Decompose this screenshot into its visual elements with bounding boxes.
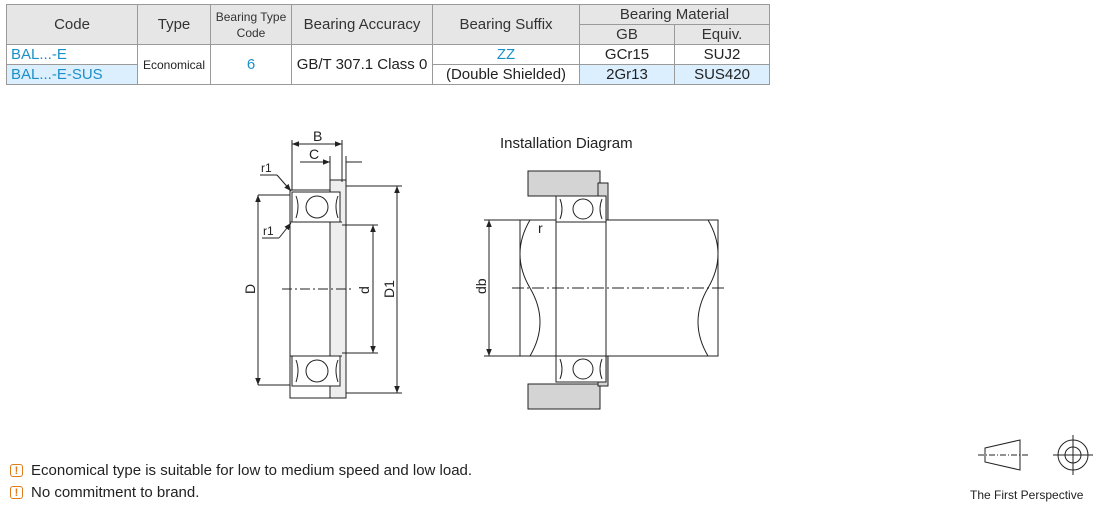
label-C: C [309, 146, 319, 162]
row-code-2: BAL...-E-SUS [6, 64, 138, 85]
label-r1-top: r1 [261, 161, 272, 175]
bottom-ball [305, 359, 329, 383]
frustum-icon [984, 439, 1021, 471]
label-B: B [313, 128, 322, 144]
top-ball [305, 195, 329, 219]
bearing-type-code-value: 6 [210, 44, 292, 85]
note-text-2: No commitment to brand. [31, 483, 200, 501]
label-d: d [356, 286, 372, 294]
note-item: ! Economical type is suitable for low to… [10, 459, 472, 481]
type-value: Economical [137, 44, 211, 85]
label-D: D [242, 284, 258, 294]
label-r: r [538, 220, 543, 236]
label-D1: D1 [381, 280, 397, 298]
housing-top [527, 170, 601, 197]
installation-diagram [484, 170, 725, 410]
label-r1-bottom: r1 [263, 224, 274, 238]
bearing-section [255, 140, 402, 399]
accuracy-value: GB/T 307.1 Class 0 [291, 44, 433, 85]
header-equiv: Equiv. [674, 24, 770, 45]
row-gb-2: 2Gr13 [579, 64, 675, 85]
note-text-1: Economical type is suitable for low to m… [31, 461, 473, 479]
header-suffix: Bearing Suffix [432, 4, 580, 45]
spec-table: Code Type Bearing Type Code Bearing Accu… [6, 4, 770, 85]
first-perspective-label: The First Perspective [970, 488, 1084, 502]
first-perspective-symbol [978, 435, 1093, 475]
label-db: db [473, 278, 489, 294]
header-gb: GB [579, 24, 675, 45]
row-equiv-1: SUJ2 [674, 44, 770, 65]
header-accuracy: Bearing Accuracy [291, 4, 433, 45]
warning-icon: ! [10, 485, 23, 499]
row-gb-1: GCr15 [579, 44, 675, 65]
row-equiv-2: SUS420 [674, 64, 770, 85]
header-material: Bearing Material [579, 4, 770, 25]
housing-bottom [527, 383, 601, 410]
header-code: Code [6, 4, 138, 45]
installation-title: Installation Diagram [500, 135, 633, 152]
suffix-code: ZZ [432, 44, 580, 65]
note-item: ! No commitment to brand. [10, 481, 472, 503]
notes-section: ! Economical type is suitable for low to… [10, 459, 472, 503]
warning-icon: ! [10, 463, 23, 477]
